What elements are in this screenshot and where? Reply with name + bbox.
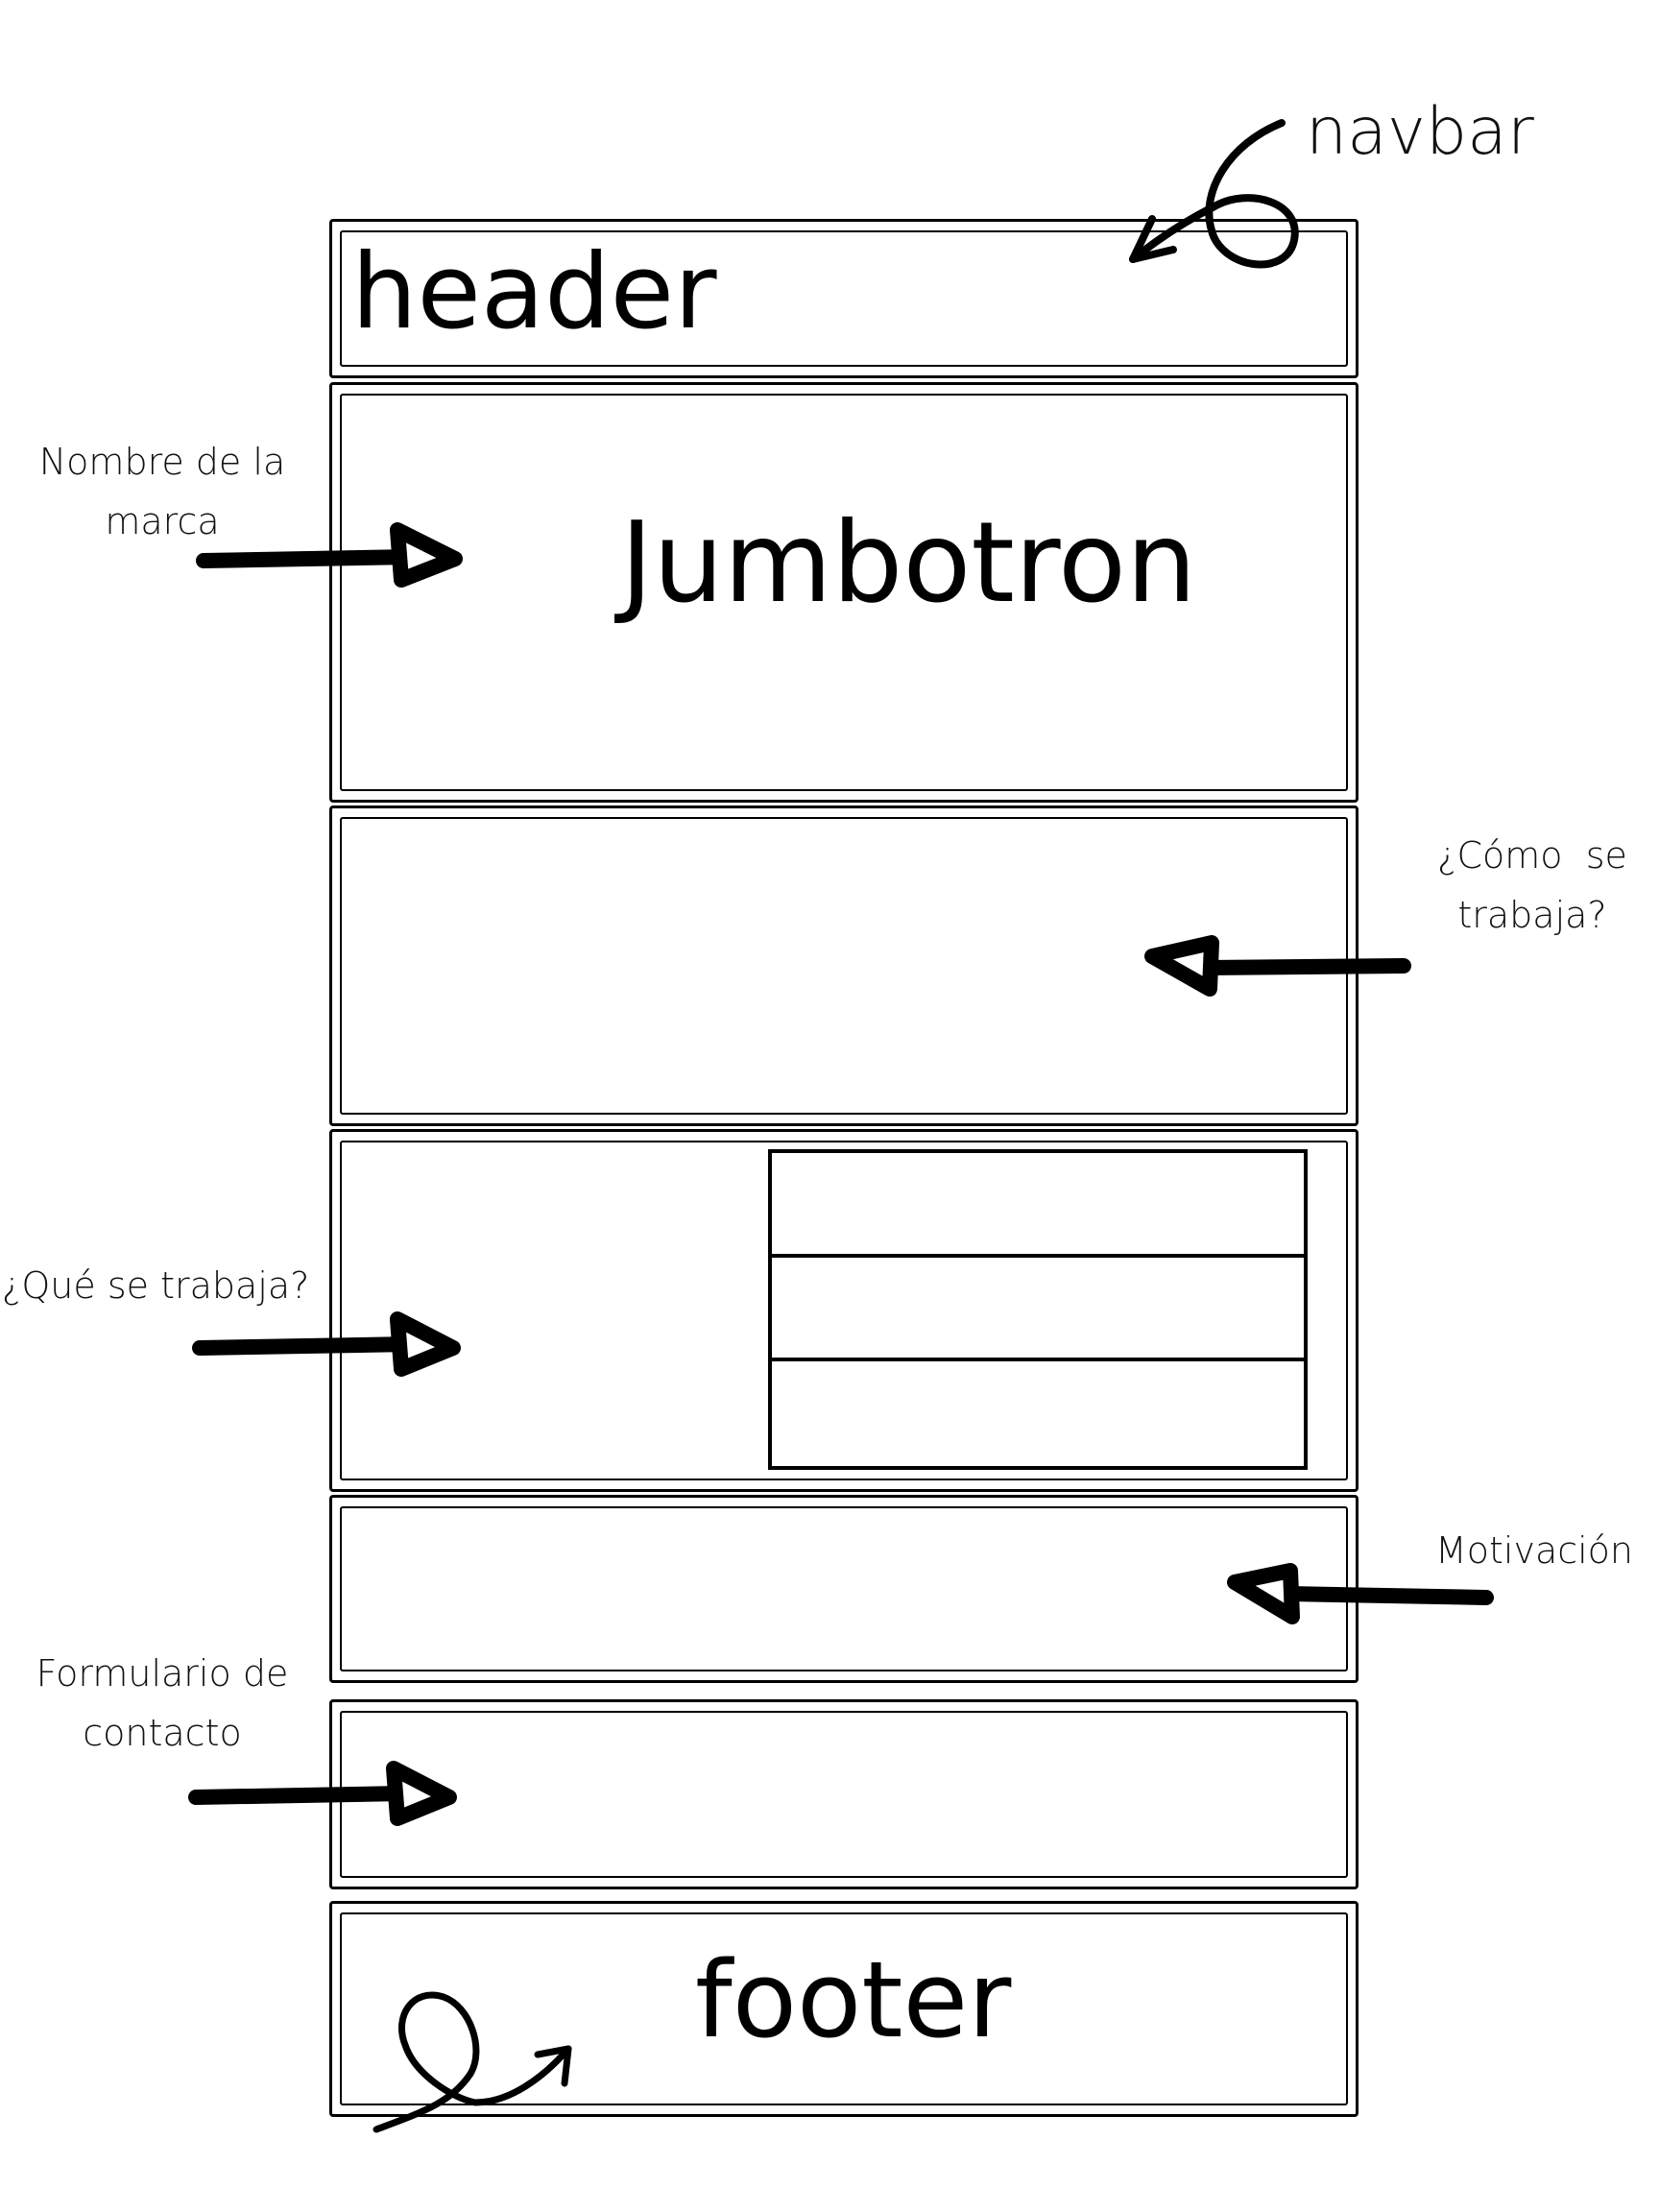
- que-se-trabaja-annotation: ¿Qué se trabaja?: [2, 1264, 310, 1307]
- list-row: [772, 1153, 1304, 1258]
- footer-section-inner: [340, 1912, 1348, 2105]
- header-section-inner: [340, 230, 1348, 367]
- que-se-trabaja-arrow-icon: [192, 1311, 461, 1377]
- jumbotron-title: Jumbotron: [620, 498, 1197, 628]
- como-se-trabaja-arrow-icon: [1144, 935, 1411, 997]
- header-title: header: [351, 232, 717, 352]
- como-se-trabaja-annotation: ¿Cómo se trabaja?: [1437, 834, 1639, 936]
- header-section: header: [329, 219, 1358, 378]
- nombre-marca-arrow-icon: [196, 522, 463, 588]
- formulario-annotation: Formulario de contacto: [36, 1652, 289, 1754]
- jumbotron-section-inner: [340, 394, 1348, 791]
- que-se-trabaja-section-inner: [340, 1141, 1348, 1480]
- motivacion-arrow-icon: [1227, 1563, 1494, 1624]
- formulario-arrow-icon: [188, 1761, 457, 1826]
- footer-section: footer: [329, 1901, 1358, 2117]
- footer-curl-arrow-icon: [373, 1991, 572, 2133]
- footer-title: footer: [695, 1938, 1012, 2061]
- nombre-marca-annotation: Nombre de la marca: [38, 441, 286, 542]
- motivacion-annotation: Motivación: [1434, 1529, 1634, 1572]
- navbar-arrow-icon: [1129, 119, 1299, 269]
- jumbotron-section: Jumbotron: [329, 382, 1358, 803]
- que-se-trabaja-section: [329, 1129, 1358, 1492]
- list-row: [772, 1258, 1304, 1362]
- navbar-annotation: navbar: [1306, 94, 1534, 170]
- que-se-trabaja-list: [768, 1149, 1308, 1470]
